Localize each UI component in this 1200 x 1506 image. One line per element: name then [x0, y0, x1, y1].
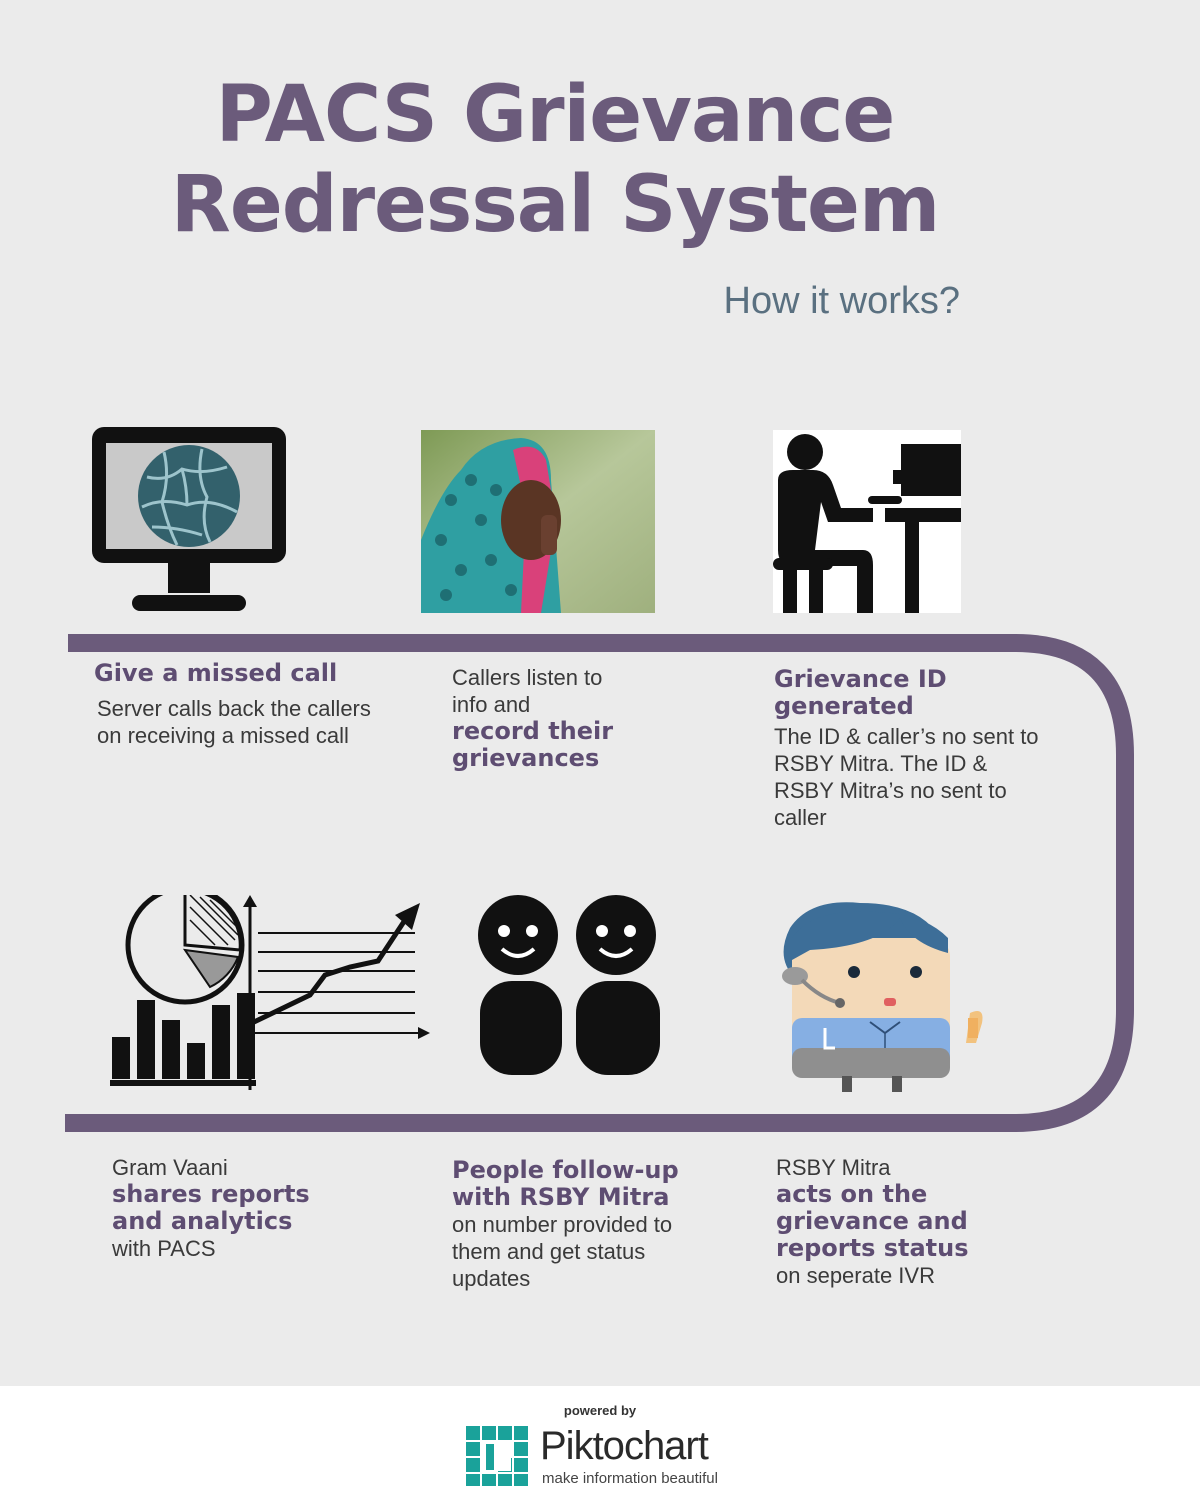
powered-by-label: powered by	[563, 1403, 637, 1418]
step-follow-up-heading: People follow-up with RSBY Mitra	[452, 1156, 679, 1211]
step-mitra-acts-desc: on seperate IVR	[776, 1263, 935, 1288]
step-missed-call: Give a missed call Server calls back the…	[94, 660, 374, 749]
flow-track	[65, 634, 1134, 1132]
computer-globe-icon	[92, 427, 286, 611]
step-record-grievance: Callers listen to info and record their …	[452, 664, 672, 772]
brand-part-1: Pikto	[540, 1424, 625, 1468]
piktochart-brand: Piktochart	[540, 1424, 709, 1469]
brand-part-2: chart	[623, 1424, 709, 1468]
step-reports-desc: with PACS	[112, 1236, 216, 1261]
step-record-grievance-heading: record their grievances	[452, 717, 614, 772]
step-reports-heading: shares reports and analytics	[112, 1180, 310, 1235]
analytics-chart-icon	[110, 895, 430, 1090]
step-grievance-id-desc: The ID & caller’s no sent to RSBY Mitra.…	[774, 724, 1039, 830]
step-record-grievance-intro: Callers listen to info and	[452, 665, 603, 717]
step-follow-up: People follow-up with RSBY Mitra on numb…	[452, 1157, 722, 1292]
step-missed-call-desc: Server calls back the callers on receivi…	[97, 696, 371, 748]
step-missed-call-heading: Give a missed call	[94, 659, 338, 687]
footer: powered by Piktochart make information b…	[0, 1386, 1200, 1506]
subtitle: How it works?	[723, 280, 961, 322]
step-reports-intro: Gram Vaani	[112, 1155, 228, 1180]
infographic: PACS Grievance Redressal System How it w…	[65, 70, 1134, 1292]
step-mitra-acts-heading: acts on the grievance and reports status	[776, 1180, 969, 1262]
call-center-agent-icon	[782, 902, 983, 1092]
caller-photo	[421, 430, 655, 613]
piktochart-logo-icon	[466, 1426, 528, 1486]
tagline: make information beautiful	[542, 1470, 718, 1487]
step-mitra-acts: RSBY Mitra acts on the grievance and rep…	[776, 1154, 1006, 1289]
step-follow-up-desc: on number provided to them and get statu…	[452, 1212, 673, 1291]
step-grievance-id: Grievance ID generated The ID & caller’s…	[774, 666, 1044, 831]
step-reports: Gram Vaani shares reports and analytics …	[112, 1154, 372, 1262]
title-line-1: PACS Grievance	[215, 70, 896, 160]
step-mitra-acts-intro: RSBY Mitra	[776, 1155, 891, 1180]
title-line-2: Redressal System	[170, 160, 940, 250]
desk-worker-icon	[773, 430, 961, 613]
step-grievance-id-heading: Grievance ID generated	[774, 665, 947, 720]
two-people-icon	[478, 895, 660, 1075]
